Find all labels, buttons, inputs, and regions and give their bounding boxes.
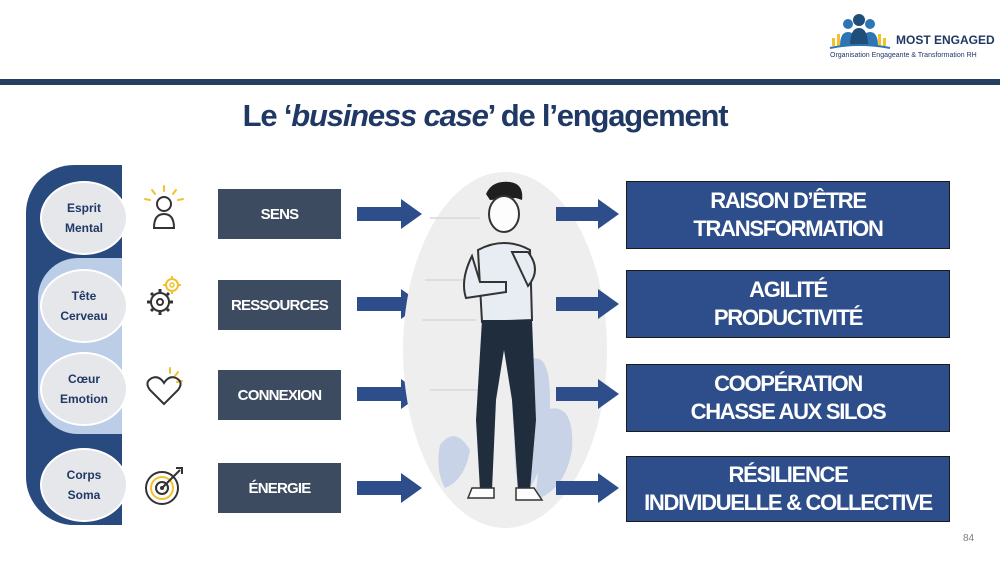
oval-line2: Cerveau — [60, 309, 108, 323]
oval-corps: Corps Soma — [40, 448, 128, 522]
oval-esprit: Esprit Mental — [40, 181, 128, 255]
oval-line2: Emotion — [60, 392, 108, 406]
result-box-raison: RAISON D’ÊTRE TRANSFORMATION — [626, 181, 950, 249]
title-suffix: ’ de l’engagement — [487, 98, 729, 133]
result-line1: RÉSILIENCE — [728, 462, 848, 487]
page-number: 84 — [963, 533, 975, 544]
oval-line1: Esprit — [66, 201, 101, 215]
result-line1: RAISON D’ÊTRE — [710, 188, 867, 213]
result-line2: INDIVIDUELLE & COLLECTIVE — [644, 490, 933, 515]
result-box-agilite: AGILITÉ PRODUCTIVITÉ — [626, 270, 950, 338]
gears-icon — [147, 276, 181, 315]
result-line1: COOPÉRATION — [714, 371, 863, 396]
oval-line2: Soma — [67, 488, 101, 502]
arrow-right-icon — [357, 199, 422, 229]
box-ressources: RESSOURCES — [218, 280, 341, 330]
oval-tete: Tête Cerveau — [40, 269, 128, 343]
oval-line1: Cœur — [68, 372, 100, 386]
oval-coeur: Cœur Emotion — [40, 352, 128, 426]
box-connexion: CONNEXION — [218, 370, 341, 420]
box-energie: ÉNERGIE — [218, 463, 341, 513]
box-sens: SENS — [218, 189, 341, 239]
result-line2: TRANSFORMATION — [693, 216, 883, 241]
result-box-cooperation: COOPÉRATION CHASSE AUX SILOS — [626, 364, 950, 432]
result-box-resilience: RÉSILIENCE INDIVIDUELLE & COLLECTIVE — [626, 456, 950, 522]
oval-line2: Mental — [64, 221, 103, 235]
title-italic: business case — [291, 98, 489, 133]
arrow-right-icon — [556, 473, 619, 503]
oval-line1: Tête — [71, 289, 97, 303]
arrow-right-icon — [556, 379, 619, 409]
idea-person-icon — [144, 185, 184, 229]
title-prefix: Le ‘ — [242, 98, 293, 133]
result-line2: PRODUCTIVITÉ — [713, 305, 863, 330]
heart-icon — [146, 367, 183, 406]
result-line1: AGILITÉ — [749, 277, 828, 302]
logo-subtitle: Organisation Engageante & Transformation… — [830, 52, 977, 59]
arrow-right-icon — [357, 473, 422, 503]
team-people-icon — [829, 14, 891, 49]
arrow-right-icon — [556, 199, 619, 229]
logo-title: MOST ENGAGED — [896, 33, 995, 47]
oval-line1: Corps — [66, 468, 102, 482]
target-icon — [145, 467, 183, 505]
page-title: Le ‘business case’ de l’engagement — [0, 98, 970, 134]
logo: MOST ENGAGED Organisation Engageante & T… — [828, 12, 996, 68]
result-line2: CHASSE AUX SILOS — [690, 399, 887, 424]
thinking-man-illustration — [403, 172, 607, 528]
arrow-right-icon — [556, 289, 619, 319]
header-divider — [0, 79, 1000, 85]
